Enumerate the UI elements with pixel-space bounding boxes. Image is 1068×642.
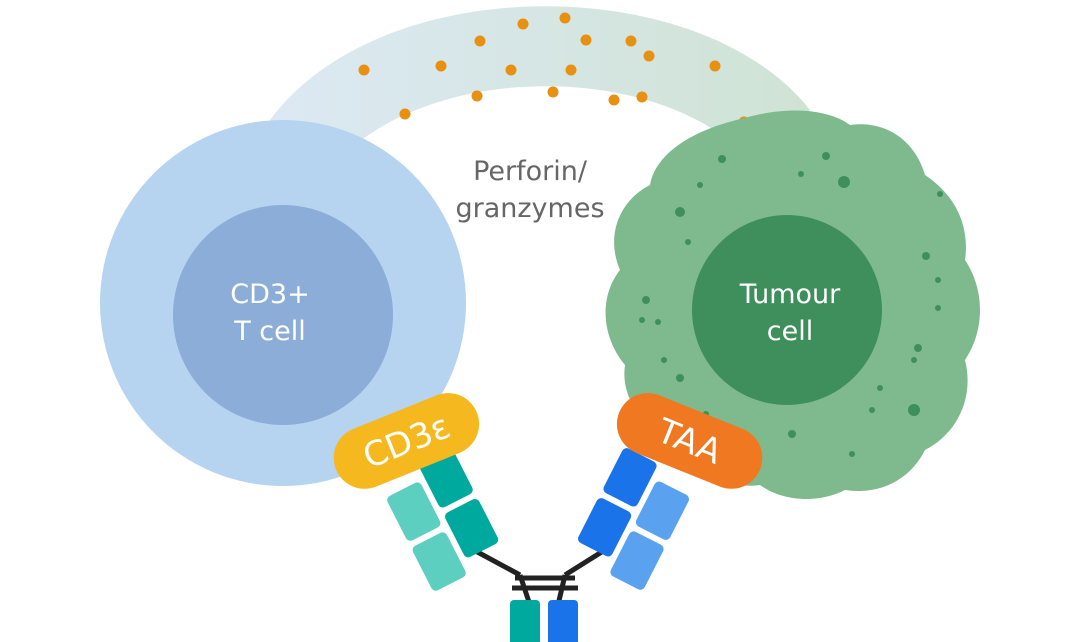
tumour-speck xyxy=(655,319,661,325)
bispecific-antibody xyxy=(387,448,689,642)
tumour-speck xyxy=(849,451,855,457)
t-cell-nucleus xyxy=(173,205,393,425)
tumour-speck xyxy=(676,374,684,382)
perforin-arc xyxy=(270,6,810,171)
taa-tag: TAA xyxy=(616,393,763,489)
tumour-speck xyxy=(914,344,922,352)
t-cell: CD3+ T cell xyxy=(100,120,466,486)
tumour-speck xyxy=(685,239,691,245)
granule-dot xyxy=(358,64,370,76)
antibody-right-arm xyxy=(578,448,689,590)
tumour-speck xyxy=(922,252,930,260)
granule-dot xyxy=(517,18,529,30)
tumour-speck xyxy=(639,317,645,323)
antibody-fc-blue xyxy=(548,600,578,642)
granule-dot xyxy=(471,90,483,102)
tumour-cell-label-line2: cell xyxy=(767,316,813,347)
granule-dot xyxy=(547,86,559,98)
tumour-cell: Tumour cell xyxy=(605,110,980,500)
granule-dot xyxy=(399,108,411,120)
antibody-fc-teal xyxy=(510,600,540,642)
granule-dot xyxy=(559,12,571,24)
tumour-speck xyxy=(869,407,875,413)
tumour-speck xyxy=(935,305,941,311)
granule-dot xyxy=(608,94,620,106)
perforin-label-line1: Perforin/ xyxy=(473,156,588,187)
tumour-speck xyxy=(877,385,883,391)
tumour-speck xyxy=(718,155,726,163)
granule-dot xyxy=(435,60,447,72)
tumour-speck xyxy=(911,357,917,363)
t-cell-label-line1: CD3+ xyxy=(230,279,309,310)
perforin-label-line2: granzymes xyxy=(455,193,604,224)
granule-dot xyxy=(580,34,592,46)
tumour-speck xyxy=(642,296,650,304)
antibody-linker xyxy=(512,574,578,606)
granule-dot xyxy=(709,60,721,72)
tumour-cell-nucleus xyxy=(692,215,882,405)
granule-dot xyxy=(643,50,655,62)
tumour-speck xyxy=(675,207,685,217)
tumour-speck-group xyxy=(639,152,943,457)
granule-dot xyxy=(565,64,577,76)
tumour-speck xyxy=(798,171,804,177)
tumour-speck xyxy=(697,182,703,188)
antibody-hinge xyxy=(468,545,610,578)
tumour-speck xyxy=(935,277,941,283)
tumour-speck xyxy=(937,191,943,197)
tumour-speck xyxy=(661,357,667,363)
tumour-cell-label-line1: Tumour xyxy=(739,279,841,310)
tumour-speck xyxy=(908,404,920,416)
granule-dot xyxy=(636,91,648,103)
granule-dot xyxy=(474,35,486,47)
granule-dot xyxy=(625,35,637,47)
granule-dot xyxy=(505,64,517,76)
antibody-left-arm xyxy=(387,449,499,591)
tumour-speck xyxy=(788,430,796,438)
t-cell-label-line2: T cell xyxy=(233,316,306,347)
tumour-speck xyxy=(838,176,850,188)
tumour-speck xyxy=(822,152,830,160)
